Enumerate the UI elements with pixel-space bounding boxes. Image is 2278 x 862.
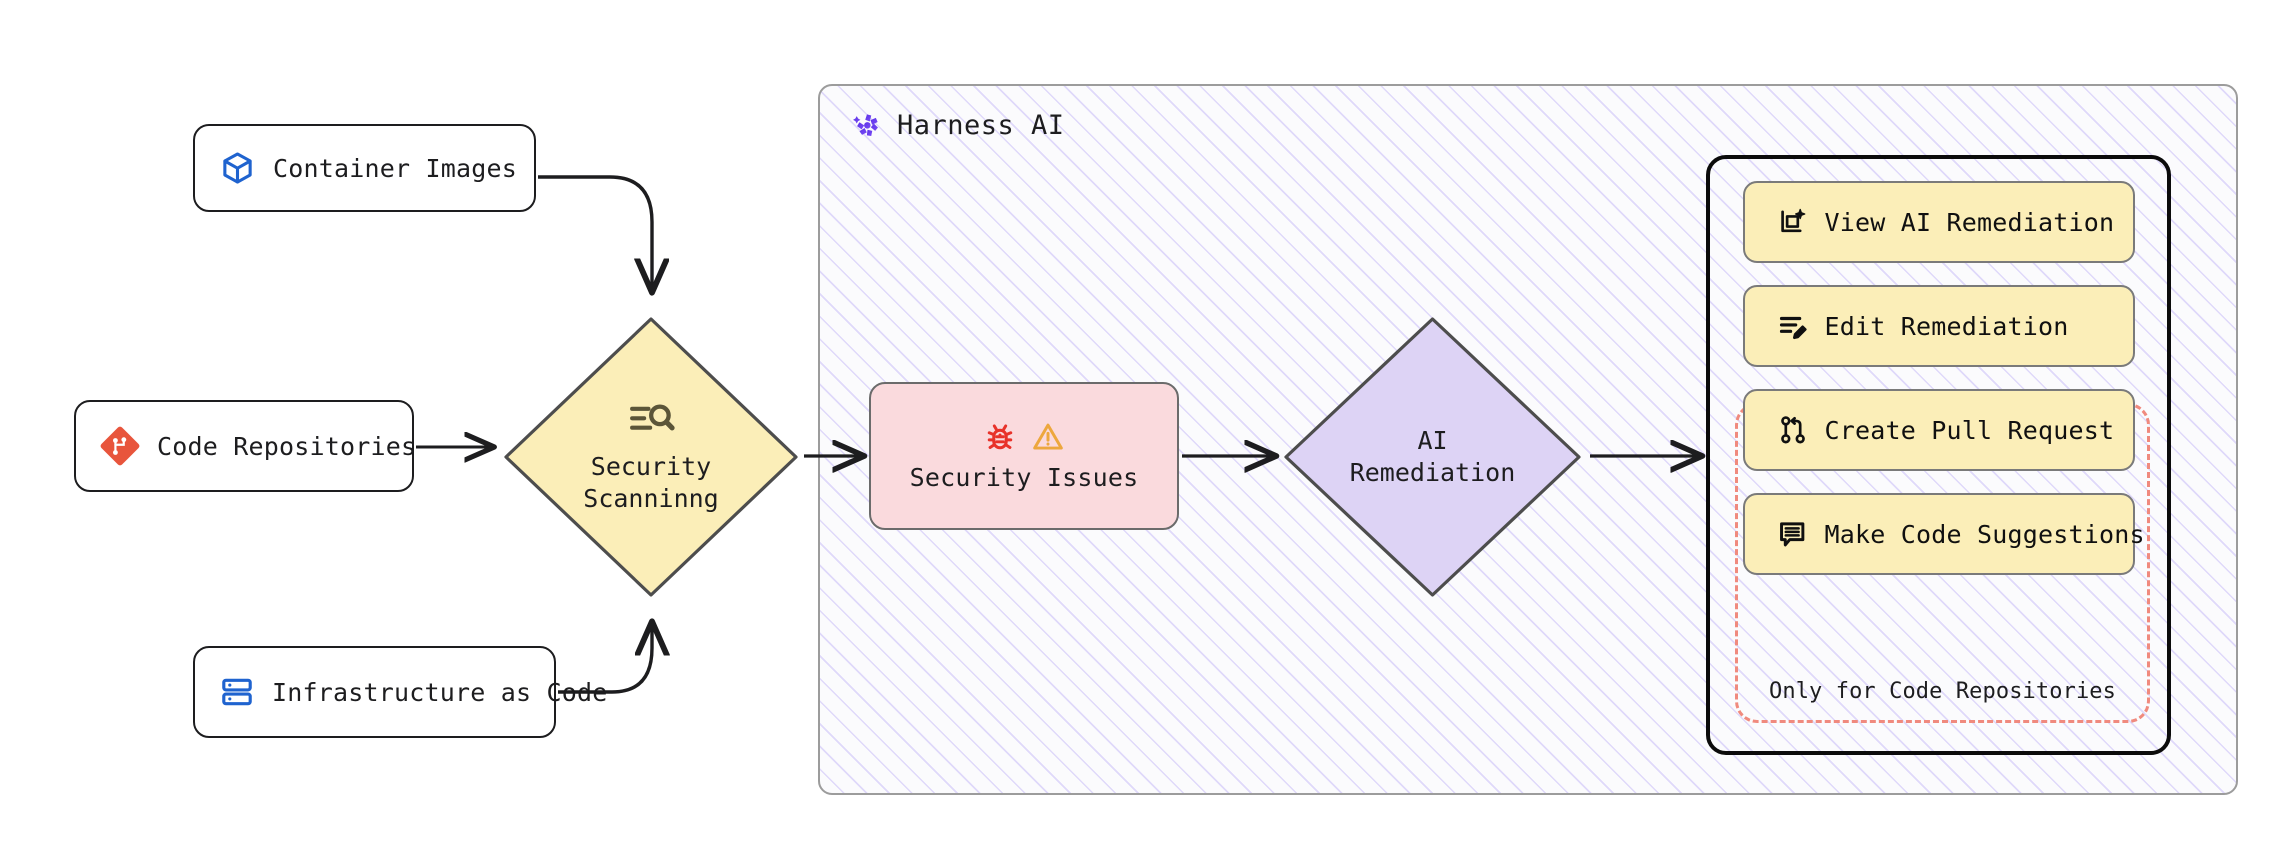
harness-ai-title: Harness AI	[897, 109, 1065, 141]
action-view-ai-remediation[interactable]: View AI Remediation	[1742, 181, 2135, 263]
remediation-actions-panel: Only for Code Repositories View AI Remed…	[1706, 155, 2171, 755]
actions-stack: View AI Remediation Edit Remediation	[1742, 181, 2145, 643]
server-stack-icon	[219, 674, 255, 710]
list-pencil-icon	[1777, 310, 1809, 342]
container-cube-icon	[219, 150, 256, 187]
node-label: AI Remediation	[1349, 426, 1516, 487]
node-label: Security Scanninng	[583, 452, 719, 513]
action-create-pull-request[interactable]: Create Pull Request	[1742, 389, 2135, 471]
node-infrastructure-as-code[interactable]: Infrastructure as Code	[193, 646, 607, 738]
pull-request-icon	[1777, 414, 1809, 446]
group-caption: Only for Code Repositories	[1769, 679, 2116, 704]
scan-search-icon	[627, 399, 675, 441]
node-label: Container Images	[273, 153, 518, 183]
comment-lines-icon	[1777, 518, 1809, 550]
node-ai-remediation[interactable]: AI Remediation	[1280, 313, 1585, 601]
warning-triangle-icon	[1031, 420, 1065, 454]
git-icon	[100, 426, 140, 466]
node-label: Infrastructure as Code	[272, 677, 608, 707]
node-code-repositories[interactable]: Code Repositories	[74, 400, 417, 492]
action-label: Edit Remediation	[1824, 311, 2069, 341]
node-container-images[interactable]: Container Images	[193, 124, 536, 212]
action-make-code-suggestions[interactable]: Make Code Suggestions	[1742, 493, 2145, 575]
harness-ai-header: Harness AI	[850, 108, 1065, 142]
edge-container-images-to-scanning	[538, 175, 652, 290]
node-security-scanning[interactable]: Security Scanninng	[500, 313, 802, 601]
action-label: View AI Remediation	[1824, 207, 2115, 237]
action-edit-remediation[interactable]: Edit Remediation	[1742, 285, 2135, 367]
action-label: Create Pull Request	[1824, 415, 2115, 445]
harness-logo-icon	[850, 108, 884, 142]
node-security-issues[interactable]: Security Issues	[869, 382, 1179, 530]
node-label: Code Repositories	[157, 431, 417, 461]
diamond-shape	[1284, 317, 1581, 597]
diamond-shape	[504, 317, 798, 597]
issue-icon-group	[983, 420, 1065, 454]
bug-icon	[983, 420, 1017, 454]
node-label: Security Issues	[909, 463, 1139, 492]
action-label: Make Code Suggestions	[1824, 519, 2145, 549]
ai-document-sparkle-icon	[1777, 206, 1809, 238]
